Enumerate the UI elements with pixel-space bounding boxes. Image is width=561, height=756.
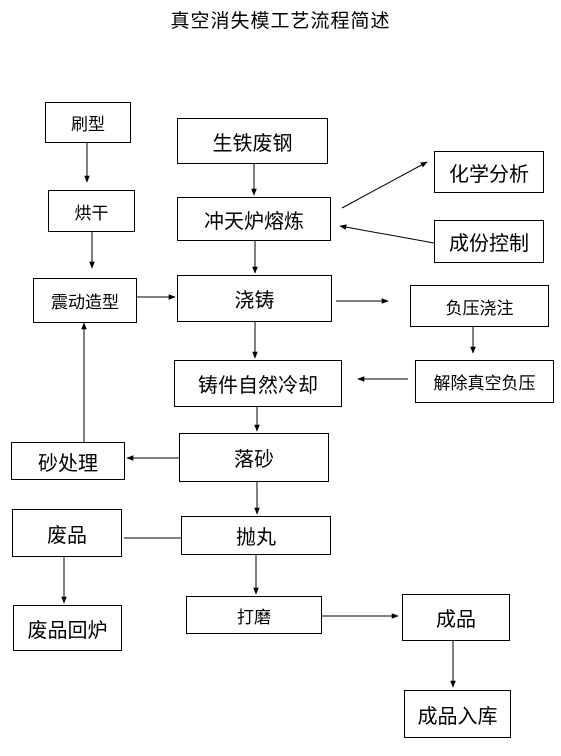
step-finished-storage: 成品入库 [404,690,511,738]
step-raw-material: 生铁废钢 [177,118,328,164]
step-composition-control: 成份控制 [434,220,544,263]
step-shot-blast: 抛丸 [181,516,331,555]
step-cupola-melting: 冲天炉熔炼 [177,197,331,241]
step-finished: 成品 [402,594,510,641]
diagram-title: 真空消失模工艺流程简述 [170,10,391,32]
step-brush: 刷型 [45,102,131,143]
step-casting-cooling: 铸件自然冷却 [174,360,342,407]
step-scrap: 废品 [12,509,122,557]
step-pouring: 浇铸 [177,275,332,322]
step-vibrate-mold: 震动造型 [33,278,137,323]
step-grinding: 打磨 [186,596,322,634]
arrow-cupola-to-analysis [341,161,428,209]
step-chem-analysis: 化学分析 [434,151,544,193]
step-sand-treatment: 砂处理 [11,442,125,480]
step-shakeout: 落砂 [179,433,329,482]
step-release-vacuum: 解除真空负压 [415,360,554,403]
step-dry: 烘干 [48,190,135,232]
step-negative-pressure-pouring: 负压浇注 [410,285,549,327]
step-scrap-remelt: 废品回炉 [13,605,122,651]
arrow-control-to-cupola [339,224,435,244]
